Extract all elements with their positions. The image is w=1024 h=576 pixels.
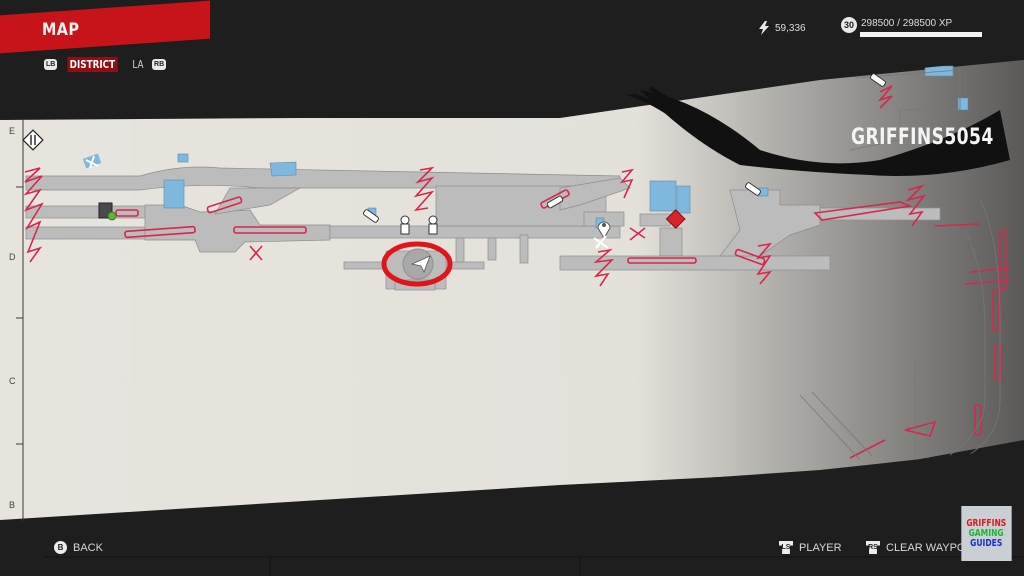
clear-waypoint-button[interactable]: RS CLEAR WAYPO [866,541,965,554]
map-tabs: LB DISTRICT LA RB [44,57,167,72]
grid-label-d: D [9,252,16,262]
player-label: PLAYER [799,541,842,554]
back-label: BACK [73,541,103,554]
fast-travel-icon[interactable] [22,129,44,151]
survivor-icon[interactable] [428,215,438,235]
currency-display: 59,336 [758,21,806,35]
grid-label-e: E [9,126,16,136]
safe-house-check-icon[interactable] [98,202,117,221]
currency-value: 59,336 [775,22,806,34]
player-arrow-icon [410,255,431,273]
ls-button-icon: LS [779,541,793,554]
watermark-logo: GRIFFINS GAMING GUIDES [961,506,1012,561]
back-button[interactable]: B BACK [54,541,103,554]
map-annotations [23,85,1011,459]
vehicle-icon[interactable] [363,209,380,223]
danger-zone-icon[interactable] [665,209,686,229]
lightning-bolt-icon [759,21,769,35]
watermark-line-3: GUIDES [970,537,1003,549]
tab-district[interactable]: DISTRICT [67,57,118,72]
tab-la[interactable]: LA [132,58,144,71]
xp-text: 298500 / 298500 XP [861,18,953,29]
waypoint-pin-icon[interactable] [593,221,611,249]
workbench-icon[interactable] [82,153,102,169]
player-name: GRIFFINS5054 [851,125,994,150]
xp-progress-bar [860,32,982,37]
b-button-icon: B [54,541,67,554]
player-location[interactable] [381,241,453,287]
player-button[interactable]: LS PLAYER [779,541,842,554]
grid-label-c: C [9,376,16,386]
clear-waypoint-label: CLEAR WAYPO [886,541,966,554]
survivor-icon[interactable] [400,215,410,235]
grid-label-b: B [9,500,16,510]
rs-button-icon: RS [866,541,880,554]
lb-button-icon[interactable]: LB [44,59,58,70]
vehicle-icon[interactable] [546,195,564,209]
vehicle-icon[interactable] [745,182,762,196]
level-badge: 30 [841,17,857,33]
page-title: MAP [42,20,80,40]
rb-button-icon[interactable]: RB [152,59,167,70]
highlight-ring [381,241,453,287]
